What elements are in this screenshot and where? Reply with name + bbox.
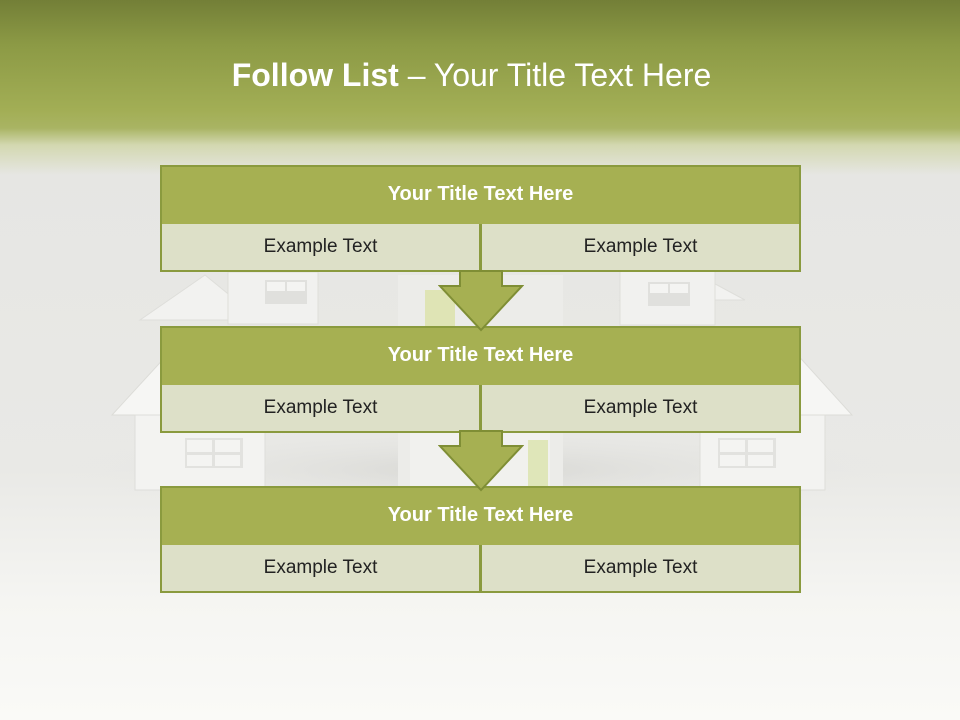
list-block-1: Your Title Text Here Example Text Exampl… <box>160 165 801 272</box>
cell-divider <box>479 545 482 591</box>
block-right-cell: Example Text <box>482 545 799 591</box>
list-block-3: Your Title Text Here Example Text Exampl… <box>160 486 801 593</box>
list-block-2: Your Title Text Here Example Text Exampl… <box>160 326 801 433</box>
block-left-cell: Example Text <box>162 224 479 270</box>
block-right-cell: Example Text <box>482 224 799 270</box>
cell-divider <box>479 385 482 431</box>
cell-divider <box>479 224 482 270</box>
block-right-cell: Example Text <box>482 385 799 431</box>
block-title: Your Title Text Here <box>387 344 574 366</box>
slide-title-rest: – Your Title Text Here <box>398 57 712 93</box>
block-left-cell: Example Text <box>162 385 479 431</box>
slide-title-bold: Follow List <box>231 57 399 93</box>
down-arrow-icon <box>438 270 524 332</box>
block-title: Your Title Text Here <box>387 504 574 526</box>
block-title: Your Title Text Here <box>387 183 574 205</box>
slide-title: Follow List – Your Title Text Here <box>0 50 943 100</box>
header-band <box>0 0 960 175</box>
block-left-cell: Example Text <box>162 545 479 591</box>
down-arrow-icon <box>438 430 524 492</box>
